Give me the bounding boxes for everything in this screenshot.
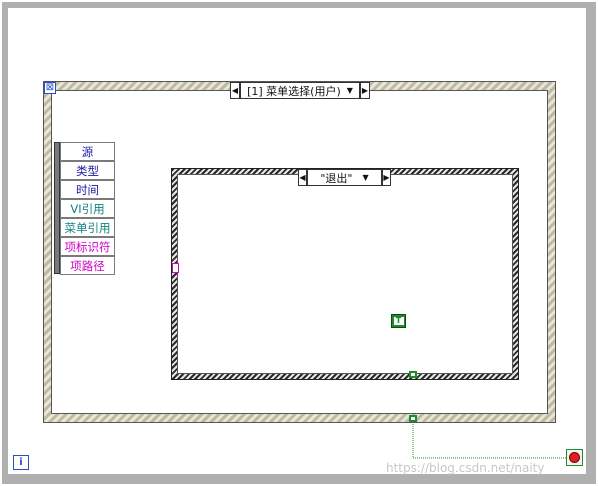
event-data-vi-ref[interactable]: VI引用 bbox=[60, 199, 115, 218]
event-data-time[interactable]: 时间 bbox=[60, 180, 115, 199]
event-data-item-path[interactable]: 项路径 bbox=[60, 256, 115, 275]
event-output-tunnel[interactable] bbox=[409, 415, 417, 422]
event-next-arrow-icon[interactable]: ▶ bbox=[360, 82, 370, 99]
event-data-node-handle[interactable] bbox=[54, 142, 60, 274]
boolean-constant-label: T bbox=[393, 317, 404, 325]
event-data-source[interactable]: 源 bbox=[60, 142, 115, 161]
event-data-menu-ref[interactable]: 菜单引用 bbox=[60, 218, 115, 237]
case-prev-arrow-icon[interactable]: ◀ bbox=[298, 169, 307, 186]
timeout-terminal-icon[interactable]: ⊠ bbox=[44, 82, 56, 94]
loop-condition-terminal[interactable] bbox=[566, 449, 583, 466]
case-structure-interior bbox=[177, 174, 513, 374]
iteration-terminal[interactable]: i bbox=[13, 455, 29, 470]
iteration-terminal-label: i bbox=[19, 457, 23, 468]
boolean-wire bbox=[406, 320, 567, 459]
event-data-type[interactable]: 类型 bbox=[60, 161, 115, 180]
event-selector-label: [1] 菜单选择(用户) bbox=[247, 84, 341, 98]
event-prev-arrow-icon[interactable]: ◀ bbox=[230, 82, 240, 99]
case-next-arrow-icon[interactable]: ▶ bbox=[382, 169, 391, 186]
dropdown-arrow-icon: ▼ bbox=[346, 86, 353, 95]
case-selector[interactable]: "退出" ▼ bbox=[307, 169, 382, 186]
event-selector[interactable]: [1] 菜单选择(用户) ▼ bbox=[240, 82, 360, 99]
watermark-text: https://blog.csdn.net/naity bbox=[386, 461, 545, 475]
case-selector-terminal[interactable] bbox=[172, 263, 179, 273]
event-data-item-tag[interactable]: 项标识符 bbox=[60, 237, 115, 256]
case-selector-label: "退出" bbox=[320, 171, 353, 185]
case-output-tunnel[interactable] bbox=[409, 371, 417, 378]
stop-icon bbox=[569, 452, 580, 463]
boolean-true-constant[interactable]: T bbox=[391, 314, 406, 328]
dropdown-arrow-icon: ▼ bbox=[362, 173, 369, 182]
